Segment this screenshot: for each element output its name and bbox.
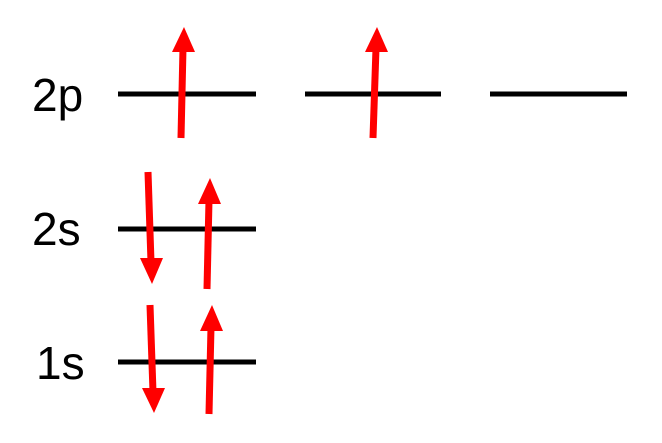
level-2p: 2p	[32, 27, 627, 139]
level-2s: 2s	[32, 171, 256, 290]
spin-up-arrow	[365, 27, 388, 139]
spin-up-arrow	[200, 305, 223, 415]
level-label-2p: 2p	[32, 69, 83, 121]
level-1s: 1s	[36, 304, 256, 415]
level-label-2s: 2s	[32, 203, 81, 255]
spin-down-arrow	[142, 304, 165, 413]
spin-up-arrow	[198, 178, 221, 290]
spin-down-arrow	[140, 171, 163, 284]
spin-up-arrow	[172, 27, 195, 139]
level-label-1s: 1s	[36, 337, 85, 389]
